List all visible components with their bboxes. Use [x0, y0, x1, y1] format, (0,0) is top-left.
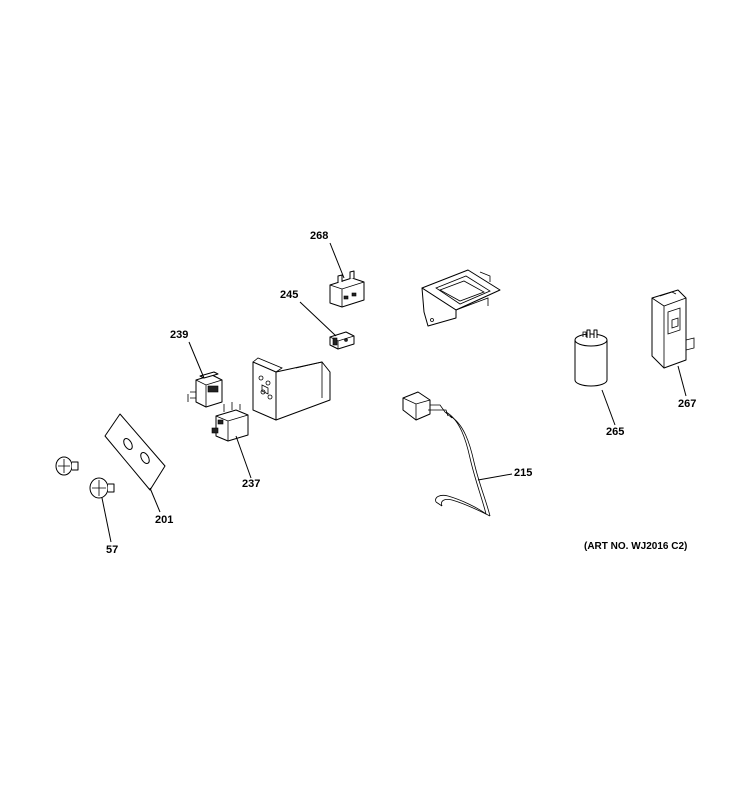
part-201-drawing [104, 413, 166, 491]
part-268-drawing [329, 270, 365, 308]
callout-57: 57 [106, 544, 119, 556]
part-267-drawing [651, 289, 695, 369]
part-215-drawing [402, 391, 491, 517]
callout-237: 237 [242, 478, 261, 490]
part-239-drawing [187, 371, 223, 408]
callout-265: 265 [606, 426, 625, 438]
control-cover-drawing [421, 269, 501, 327]
callout-245: 245 [280, 289, 299, 301]
callout-201: 201 [155, 514, 174, 526]
art-number-label: (ART NO. WJ2016 C2) [584, 541, 688, 552]
control-bracket-drawing [252, 357, 331, 421]
part-57-drawing [55, 456, 115, 499]
callout-268: 268 [310, 230, 329, 242]
callout-267: 267 [678, 398, 697, 410]
leader-lines [101, 242, 687, 543]
callout-239: 239 [170, 329, 189, 341]
part-245-drawing [329, 331, 355, 350]
callout-215: 215 [514, 467, 533, 479]
part-265-drawing [574, 329, 608, 387]
part-237-drawing [211, 402, 249, 442]
